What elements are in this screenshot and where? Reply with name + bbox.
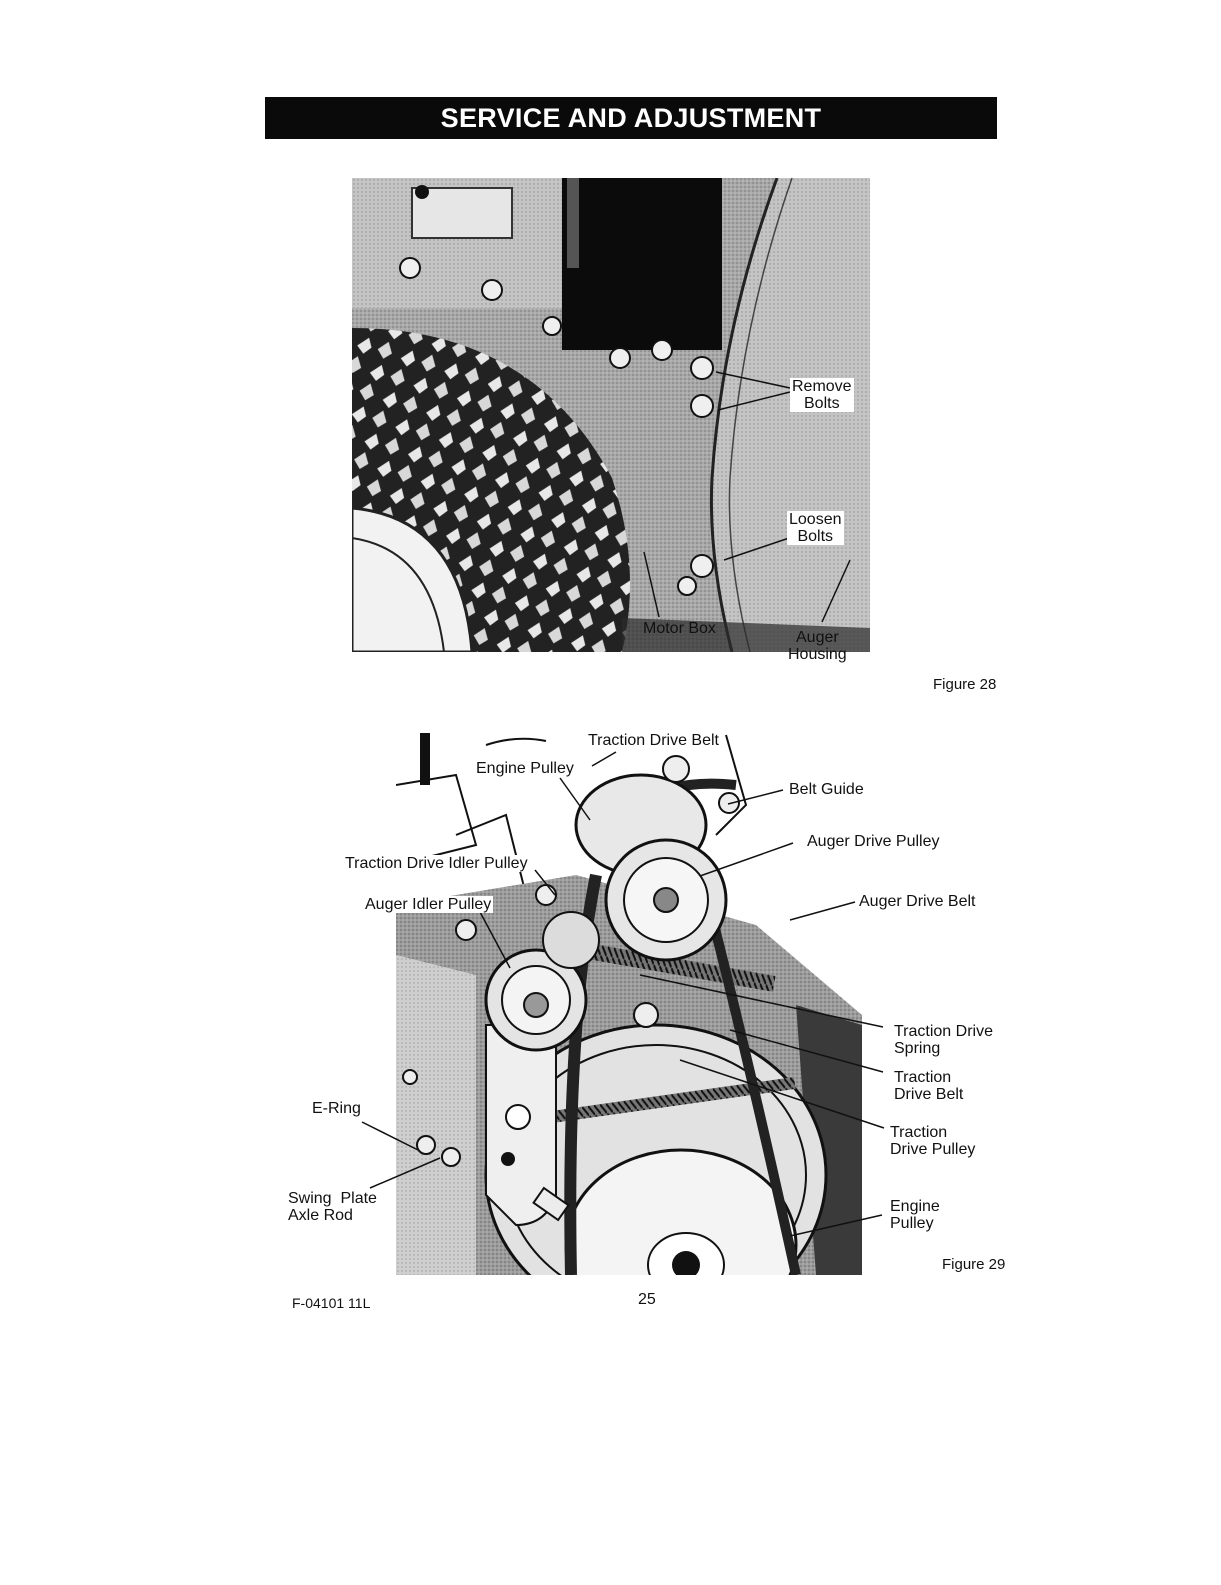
label-belt-guide: Belt Guide	[787, 781, 866, 798]
figure-29-illustration	[396, 725, 862, 1275]
label-traction-drive-pulley: Traction Drive Pulley	[890, 1124, 976, 1158]
label-auger-housing: Auger Housing	[788, 629, 847, 663]
label-engine-pulley-bottom: Engine Pulley	[890, 1198, 940, 1232]
figure-29-photo	[396, 725, 862, 1275]
label-auger-drive-pulley: Auger Drive Pulley	[805, 833, 942, 850]
label-loosen-bolts: Loosen Bolts	[787, 511, 844, 545]
label-auger-idler-pulley: Auger Idler Pulley	[363, 896, 494, 913]
label-traction-drive-idler-pulley: Traction Drive Idler Pulley	[343, 855, 530, 872]
label-swing-plate-axle-rod: Swing Plate Axle Rod	[288, 1190, 377, 1224]
figure-29-caption: Figure 29	[942, 1256, 1006, 1273]
figure-28-photo	[352, 178, 870, 652]
label-auger-drive-belt: Auger Drive Belt	[857, 893, 978, 910]
page-number: 25	[638, 1291, 656, 1308]
figure-28-illustration	[352, 178, 870, 652]
section-header: SERVICE AND ADJUSTMENT	[265, 97, 997, 139]
label-motor-box: Motor Box	[643, 620, 716, 637]
figure-28-caption: Figure 28	[933, 676, 997, 693]
label-engine-pulley-top: Engine Pulley	[474, 760, 576, 777]
section-title: SERVICE AND ADJUSTMENT	[440, 102, 822, 133]
label-e-ring: E-Ring	[312, 1100, 361, 1117]
label-remove-bolts: Remove Bolts	[790, 378, 854, 412]
label-traction-drive-spring: Traction Drive Spring	[894, 1023, 993, 1057]
document-number: F-04101 11L	[292, 1295, 371, 1311]
label-traction-drive-belt-top: Traction Drive Belt	[586, 732, 721, 749]
label-traction-drive-belt: Traction Drive Belt	[894, 1069, 964, 1103]
